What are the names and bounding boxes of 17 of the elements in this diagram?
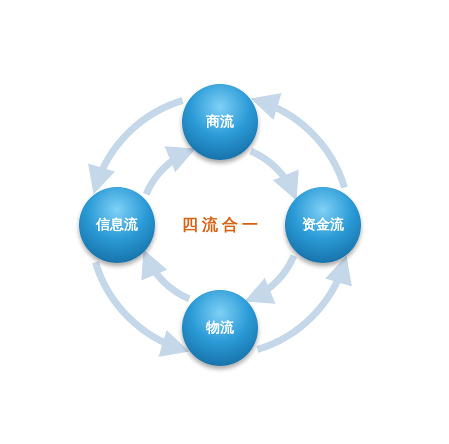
curved-arrow xyxy=(256,256,350,353)
curved-arrow xyxy=(142,249,191,302)
curved-arrow xyxy=(90,97,184,194)
sphere-node xyxy=(182,84,258,160)
center-title: 四流合一 xyxy=(182,214,262,236)
curved-arrow xyxy=(250,94,348,189)
sphere-node xyxy=(182,290,258,366)
node-label: 商流 xyxy=(206,113,234,131)
curved-arrow xyxy=(244,254,297,302)
node-label: 物流 xyxy=(206,319,234,337)
node-label: 资金流 xyxy=(302,216,344,234)
curved-arrow xyxy=(143,148,196,196)
sphere-node xyxy=(79,187,155,263)
sphere-node xyxy=(285,187,361,263)
node-label: 信息流 xyxy=(96,216,138,234)
curved-arrow xyxy=(249,148,298,201)
curved-arrow xyxy=(92,261,190,356)
